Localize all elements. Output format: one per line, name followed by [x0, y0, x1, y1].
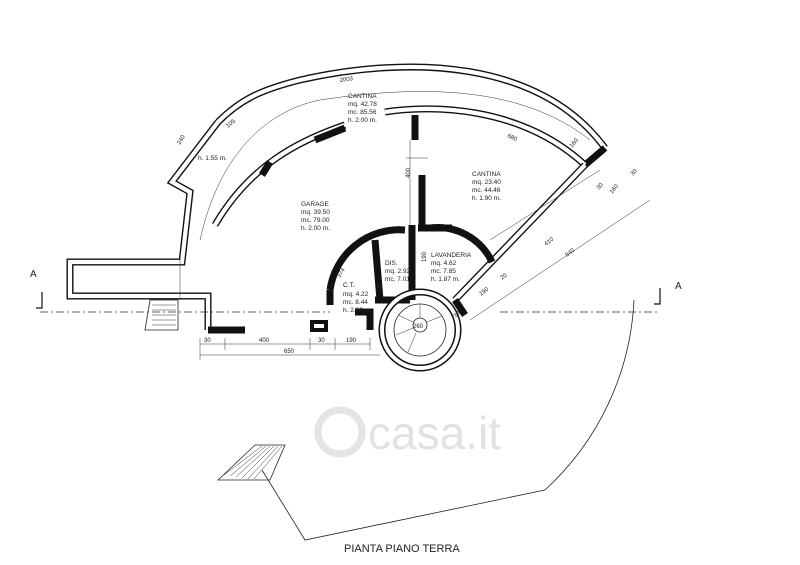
- diagonal-dimension-line-2: [489, 169, 601, 241]
- pillar: [310, 320, 328, 332]
- svg-text:h. 1.87 m.: h. 1.87 m.: [431, 276, 460, 283]
- section-label-right: A: [675, 281, 682, 292]
- dim-2003: 2003: [339, 76, 354, 84]
- svg-text:mc. 8.44: mc. 8.44: [343, 299, 368, 306]
- inner-wall: [211, 105, 588, 303]
- drawing-title: PIANTA PIANO TERRA: [344, 543, 460, 555]
- section-arrow-right-icon: [654, 288, 661, 305]
- entry-stair: [144, 299, 179, 331]
- diagonal-dimension-line: [469, 199, 651, 321]
- guide-arc-outer: [199, 91, 591, 241]
- svg-text:mq. 2.92: mq. 2.92: [385, 268, 411, 275]
- dim-bottom-30-b: 30: [318, 338, 325, 344]
- dim-180: 180: [378, 281, 384, 292]
- room-garage: GARAGE mq. 39.50 mc. 79.00 h. 2.00 m.: [301, 201, 330, 232]
- svg-text:C.T.: C.T.: [343, 282, 355, 289]
- partition-walls: [326, 115, 496, 317]
- dim-180-b: 180: [473, 239, 485, 250]
- svg-text:mq. 4.22: mq. 4.22: [343, 291, 369, 298]
- svg-text:h. 1.90 m.: h. 1.90 m.: [472, 195, 501, 202]
- dim-160-b: 160: [609, 183, 620, 195]
- dim-20: 20: [500, 272, 509, 281]
- svg-text:LAVANDERIA: LAVANDERIA: [431, 252, 472, 259]
- watermark: casa.it: [314, 406, 501, 459]
- watermark-logo-icon: [314, 406, 366, 458]
- svg-text:mq. 42.78: mq. 42.78: [348, 101, 377, 108]
- svg-text:mq. 23.40: mq. 23.40: [472, 179, 501, 186]
- room-lavanderia: LAVANDERIA mq. 4.62 mc. 7.85 h. 1.87 m.: [431, 252, 472, 283]
- pillar-2: [355, 308, 374, 330]
- svg-text:mc. 7.85: mc. 7.85: [431, 268, 456, 275]
- room-cantina-right: CANTINA mq. 23.40 mc. 44.46 h. 1.90 m.: [472, 171, 501, 202]
- dim-bottom-190: 190: [346, 338, 357, 344]
- room-left-wing-height: h. 1.55 m.: [198, 155, 227, 162]
- dim-190-a: 190: [479, 286, 491, 297]
- room-dis: DIS. mq. 2.92 mc. 7.01: [385, 260, 411, 283]
- svg-text:CANTINA: CANTINA: [472, 171, 501, 178]
- dim-400-vertical: 400: [406, 167, 412, 178]
- dim-105: 105: [225, 118, 237, 129]
- section-line: A A: [30, 269, 682, 313]
- svg-text:mc. 44.46: mc. 44.46: [472, 187, 501, 194]
- site-boundary-arc: [544, 299, 635, 491]
- svg-text:mq. 4.62: mq. 4.62: [431, 260, 457, 267]
- dim-bottom-400: 400: [259, 338, 270, 344]
- section-label-left: A: [30, 269, 37, 280]
- dimension-labels: 2003 240 105 680 160 400 30 160 30 410 8…: [177, 76, 640, 355]
- dim-bottom-650: 650: [284, 349, 295, 355]
- dim-260: 260: [413, 324, 424, 330]
- dim-30-a: 30: [596, 182, 605, 191]
- room-ct: C.T. mq. 4.22 mc. 8.44 h. 2.00 m.: [343, 282, 372, 314]
- svg-text:mc. 85.56: mc. 85.56: [348, 109, 377, 116]
- exterior-stair: [216, 444, 286, 481]
- dim-30-c: 30: [453, 310, 462, 319]
- dim-240: 240: [177, 134, 188, 146]
- svg-text:mc. 7.01: mc. 7.01: [385, 276, 410, 283]
- watermark-text: casa.it: [368, 407, 501, 459]
- svg-text:h. 2.00 m.: h. 2.00 m.: [343, 307, 372, 314]
- dim-30-b: 30: [630, 168, 639, 177]
- spiral-stair: [378, 288, 462, 372]
- dim-374: 374: [337, 267, 348, 279]
- dim-160-top: 160: [569, 137, 580, 149]
- svg-text:h. 2.00 m.: h. 2.00 m.: [301, 225, 330, 232]
- dim-680: 680: [506, 133, 518, 143]
- bottom-dimensions: [199, 338, 380, 360]
- outer-wall: [66, 63, 608, 334]
- dim-190-vertical: 190: [422, 251, 428, 262]
- room-cantina-top: CANTINA mq. 42.78 mc. 85.56 h. 2.00 m.: [348, 93, 377, 124]
- svg-text:CANTINA: CANTINA: [348, 93, 377, 100]
- dim-840: 840: [565, 247, 577, 258]
- dim-134: 134: [395, 229, 406, 235]
- svg-text:DIS.: DIS.: [385, 260, 398, 267]
- svg-text:h. 2.00 m.: h. 2.00 m.: [348, 117, 377, 124]
- svg-text:mc. 79.00: mc. 79.00: [301, 217, 330, 224]
- vertical-dimension-line: [406, 140, 428, 225]
- section-arrow-left-icon: [36, 292, 43, 309]
- dim-410: 410: [544, 236, 556, 247]
- svg-text:mq. 39.50: mq. 39.50: [301, 209, 330, 216]
- svg-text:GARAGE: GARAGE: [301, 201, 329, 208]
- site-boundary-line: [261, 469, 546, 541]
- dim-bottom-30-a: 30: [204, 338, 211, 344]
